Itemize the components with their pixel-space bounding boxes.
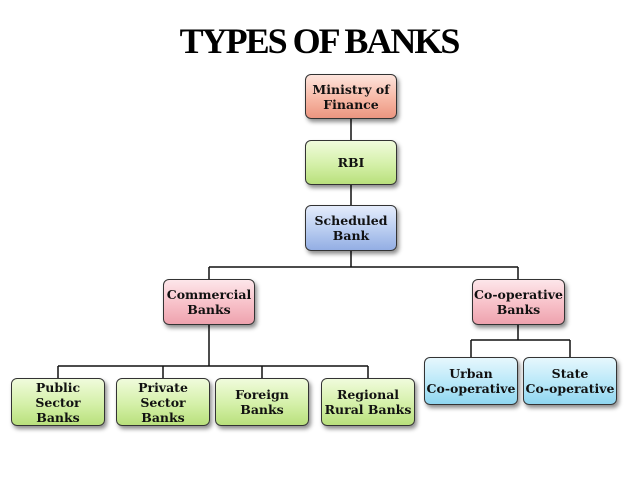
node-foreign-banks: Foreign Banks (215, 378, 309, 426)
node-regional-rural-banks: Regional Rural Banks (321, 378, 415, 426)
node-commercial-banks: Commercial Banks (163, 279, 255, 325)
node-cooperative-banks: Co-operative Banks (472, 279, 565, 325)
diagram-title: TYPES OF BANKS (179, 21, 461, 61)
node-public-sector-banks: Public Sector Banks (11, 378, 105, 426)
node-urban-cooperative: Urban Co-operative (424, 357, 518, 405)
node-rbi: RBI (305, 140, 397, 185)
node-private-sector-banks: Private Sector Banks (116, 378, 210, 426)
node-scheduled-bank: Scheduled Bank (305, 205, 397, 251)
node-state-cooperative: State Co-operative (523, 357, 617, 405)
node-ministry-of-finance: Ministry of Finance (305, 74, 397, 119)
